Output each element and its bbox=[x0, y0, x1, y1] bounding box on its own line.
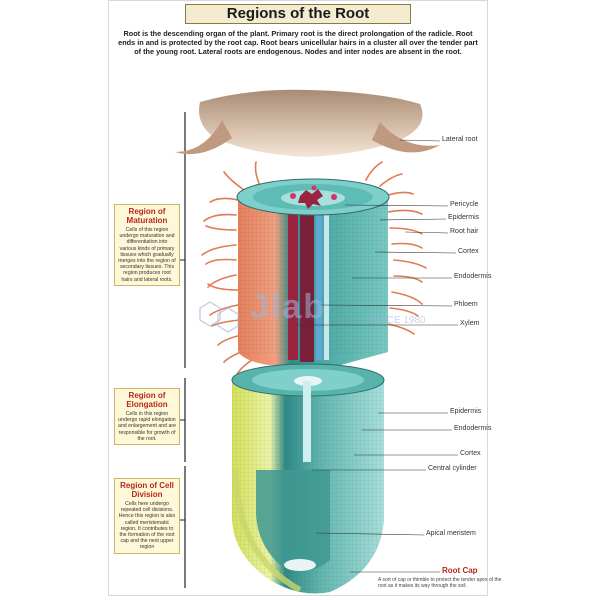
label-cortex-upper: Cortex bbox=[458, 248, 479, 255]
label-endodermis-lower: Endodermis bbox=[454, 425, 492, 432]
lateral-root-right bbox=[372, 122, 440, 153]
label-epidermis-upper: Epidermis bbox=[448, 214, 480, 221]
root-base bbox=[199, 89, 423, 157]
poster-title: Regions of the Root bbox=[226, 5, 370, 22]
region-maturation-text: Cells of this region undergo maturation … bbox=[118, 227, 176, 283]
xylem-strand bbox=[288, 210, 298, 360]
region-cell-division-title: Region of Cell Division bbox=[120, 481, 174, 499]
watermark-since: SINCE 1980 bbox=[370, 315, 426, 326]
region-elongation-text: Cells in this region undergo rapid elong… bbox=[118, 411, 176, 442]
region-maturation-title: Region of Maturation bbox=[126, 207, 168, 225]
label-phloem: Phloem bbox=[454, 301, 478, 308]
root-cap-description: A sort of cap or thimble to protect the … bbox=[378, 577, 502, 589]
label-xylem: Xylem bbox=[460, 320, 480, 327]
label-root-hair: Root hair bbox=[450, 228, 479, 235]
region-elongation-title: Region of Elongation bbox=[126, 391, 168, 409]
watermark-logo bbox=[199, 301, 239, 333]
label-epidermis-lower: Epidermis bbox=[450, 408, 482, 415]
region-cell-division-text: Cells here undergo repeated cell divisio… bbox=[118, 501, 176, 551]
root-hairs-right bbox=[365, 161, 427, 335]
root-cap-outline bbox=[233, 469, 302, 593]
leader-lines-upper bbox=[296, 139, 458, 326]
region-elongation-box: Region of Elongation Cells in this regio… bbox=[114, 388, 180, 446]
region-cell-division-box: Region of Cell Division Cells here under… bbox=[114, 478, 180, 554]
intro-text: Root is the descending organ of the plan… bbox=[118, 29, 478, 57]
watermark-brand: Jlab bbox=[250, 288, 327, 326]
label-lateral-root: Lateral root bbox=[442, 136, 478, 143]
title-banner bbox=[185, 4, 411, 24]
label-endodermis-upper: Endodermis bbox=[454, 273, 492, 280]
lateral-root-left bbox=[175, 120, 232, 155]
label-pericycle: Pericycle bbox=[450, 201, 479, 208]
xylem-star bbox=[298, 189, 323, 209]
leader-lines-lower bbox=[312, 412, 458, 573]
apical-meristem bbox=[284, 559, 316, 571]
phloem-strand bbox=[316, 210, 322, 360]
label-root-cap: Root Cap bbox=[442, 566, 478, 575]
label-apical-meristem: Apical meristem bbox=[426, 530, 476, 537]
label-cortex-lower: Cortex bbox=[460, 450, 481, 457]
region-maturation-box: Region of Maturation Cells of this regio… bbox=[114, 204, 180, 286]
label-central-cylinder: Central cylinder bbox=[428, 465, 477, 472]
